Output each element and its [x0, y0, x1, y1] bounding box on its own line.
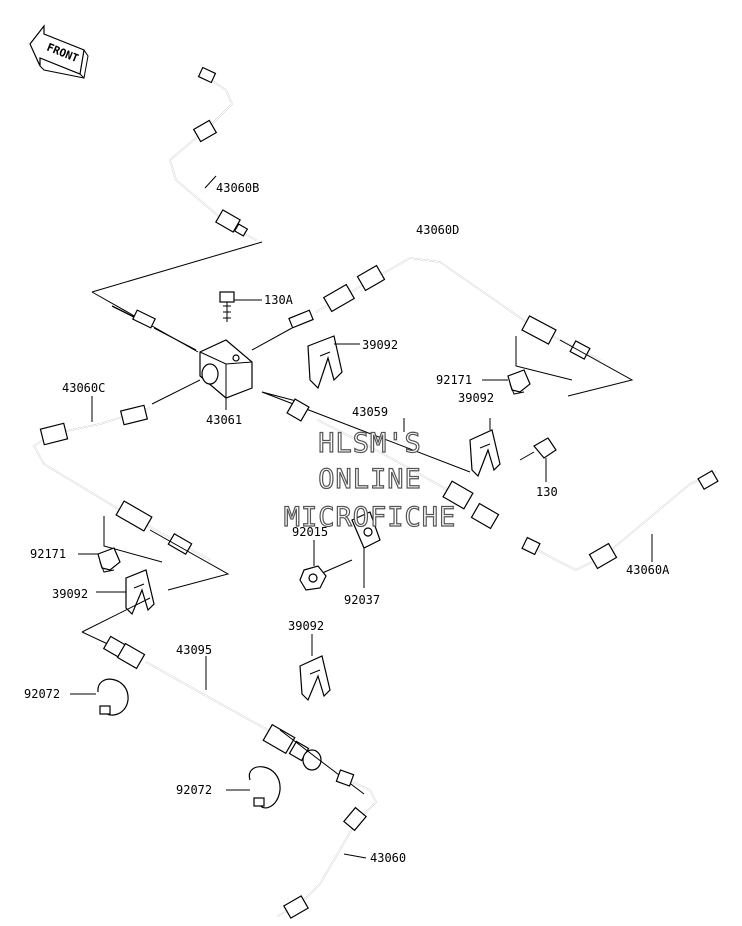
bracket-92037: [351, 511, 381, 549]
watermark-line-3: MICROFICHE: [284, 502, 457, 533]
brake-pipe-43060a: [521, 469, 719, 571]
label-92015: 92015: [292, 525, 328, 539]
label-43060d: 43060D: [416, 223, 459, 237]
brake-joint-43061: [199, 339, 253, 399]
label-39092-c: 39092: [52, 587, 88, 601]
label-39092-b: 39092: [458, 391, 494, 405]
grommet-92171-b: [97, 547, 121, 573]
watermark-line-1: HLSM'S: [318, 428, 422, 459]
label-130: 130: [536, 485, 558, 499]
band-92072-a: [97, 678, 129, 716]
clip-39092-a: [307, 335, 343, 390]
nut-92015: [299, 565, 327, 591]
bolt-130: [519, 437, 557, 461]
label-43060: 43060: [370, 851, 406, 865]
label-43060b: 43060B: [216, 181, 259, 195]
label-130a: 130A: [264, 293, 294, 307]
label-92171-a: 92171: [436, 373, 472, 387]
label-39092-d: 39092: [288, 619, 324, 633]
brake-pipe-43060c: [33, 379, 211, 561]
label-39092-a: 39092: [362, 338, 398, 352]
label-43059: 43059: [352, 405, 388, 419]
label-43095: 43095: [176, 643, 212, 657]
label-43060a: 43060A: [626, 563, 670, 577]
bolt-130a: [219, 291, 235, 322]
brake-hose-43095: [81, 597, 322, 771]
front-arrow-icon: FRONT: [29, 24, 89, 80]
label-43061: 43061: [206, 413, 242, 427]
brake-hose-43059: [261, 391, 500, 530]
clip-39092-d: [299, 655, 331, 702]
watermark-line-2: ONLINE: [318, 464, 422, 495]
label-92037: 92037: [344, 593, 380, 607]
brake-pipe-43060b: [169, 66, 257, 241]
label-43060c: 43060C: [62, 381, 105, 395]
band-92072-b: [248, 766, 281, 809]
brake-pipe-43060: [277, 769, 377, 919]
clip-39092-b: [469, 429, 501, 478]
label-92072-b: 92072: [176, 783, 212, 797]
watermark: HLSM'S ONLINE MICROFICHE: [283, 427, 457, 533]
grommet-92171-a: [507, 369, 531, 395]
brake-pipe-43060d: [251, 257, 601, 361]
joint-left-fitting: [111, 305, 197, 351]
label-92171-b: 92171: [30, 547, 66, 561]
label-92072-a: 92072: [24, 687, 60, 701]
